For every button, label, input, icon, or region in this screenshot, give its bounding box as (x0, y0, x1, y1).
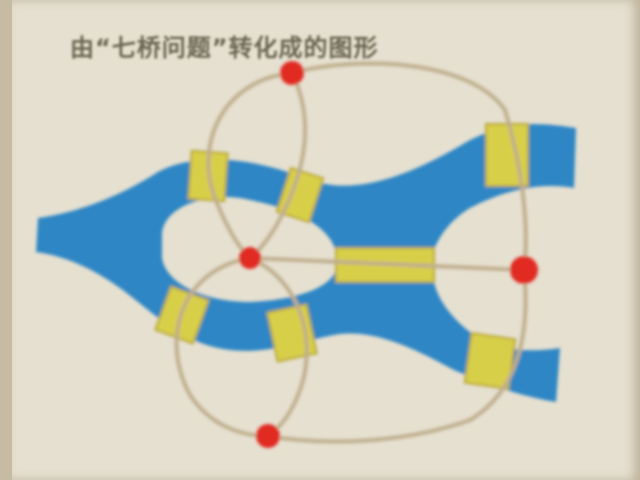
graph-edges (174, 61, 528, 444)
edge-island-east (249, 256, 525, 272)
edge-east-south (267, 269, 528, 444)
edge-island-south-left (174, 256, 269, 438)
edge-north-island-left (206, 71, 293, 260)
edge-island-south-right (249, 256, 309, 438)
figure-title: 由“七桥问题”转化成的图形 (70, 34, 379, 62)
node-south (256, 424, 280, 448)
node-east (510, 256, 538, 284)
node-north (280, 61, 304, 85)
node-island (239, 247, 261, 269)
edge-north-east (291, 61, 528, 271)
river (36, 124, 576, 402)
bridge-7 (463, 332, 517, 390)
graph-nodes (239, 61, 538, 448)
bridges (154, 123, 529, 390)
edge-north-island-right (248, 72, 308, 260)
bridge-4 (266, 303, 318, 363)
bridge-2 (275, 166, 325, 224)
